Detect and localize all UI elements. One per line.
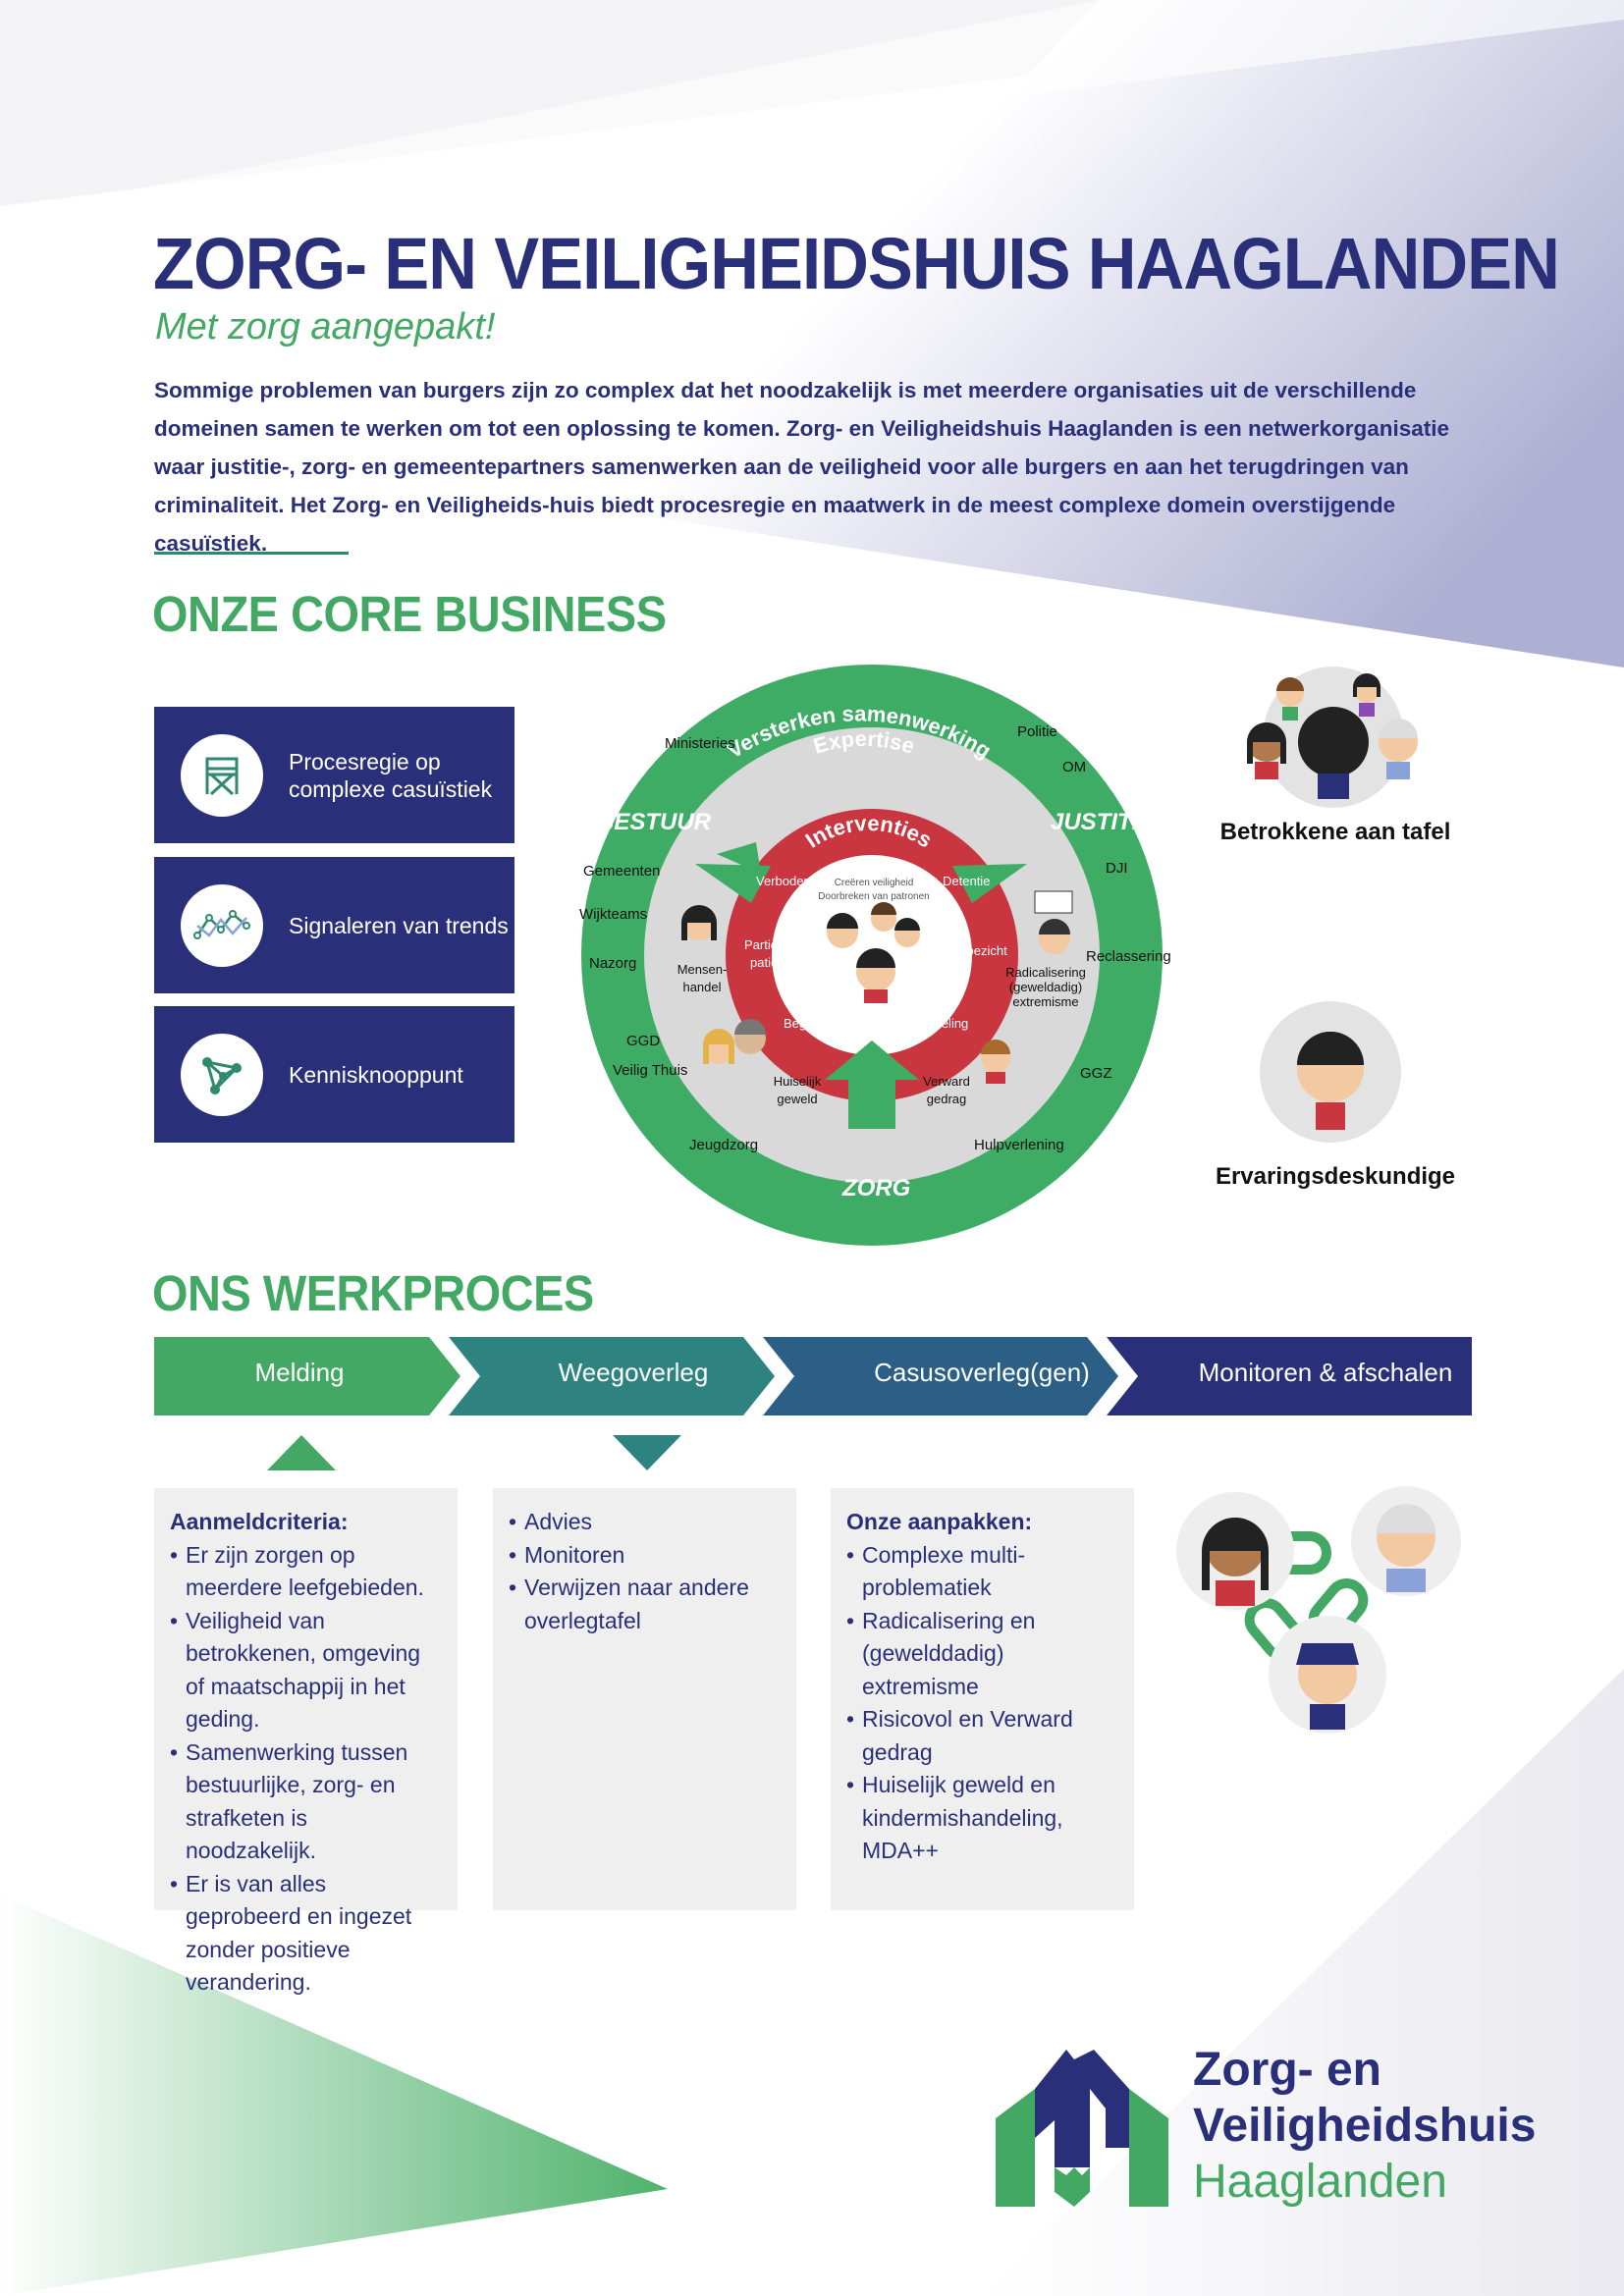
card-label: Kennisknooppunt <box>289 1061 463 1088</box>
card-label-line2: complexe casuïstiek <box>289 775 493 802</box>
list-item: Samenwerking tussen bestuurlijke, zorg- … <box>170 1736 442 1868</box>
directors-chair-icon <box>181 733 263 817</box>
collaboration-illustration <box>1176 1486 1461 1734</box>
step-label: Casusoverleg(gen) <box>874 1358 1090 1387</box>
intervention-label: Partici- <box>744 937 784 952</box>
step-weegoverleg <box>449 1337 775 1415</box>
triangle-down-marker <box>613 1435 681 1470</box>
partner-label: OM <box>1062 759 1086 775</box>
box-aanmeldcriteria: Aanmeldcriteria: Er zijn zorgen op meerd… <box>154 1488 458 1995</box>
step-label: Monitoren & afschalen <box>1198 1358 1453 1387</box>
list-item: Er zijn zorgen op meerdere leefgebieden. <box>170 1539 442 1605</box>
list-item: Advies <box>509 1506 781 1539</box>
step-casusoverleg <box>763 1337 1118 1415</box>
side-label-betrokkene: Betrokkene aan tafel <box>1219 819 1451 845</box>
partner-label: Gemeenten <box>583 863 660 880</box>
process-steps <box>154 1337 1472 1415</box>
partner-label: Ministeries <box>665 735 735 752</box>
card-kennisknooppunt: Kennisknooppunt <box>154 1006 514 1143</box>
box-weegoverleg: Advies Monitoren Verwijzen naar andere o… <box>493 1488 796 1910</box>
box-heading: Onze aanpakken: <box>846 1509 1033 1534</box>
theme-label: handel <box>682 980 721 994</box>
page-title: ZORG- EN VEILIGHEIDSHUIS HAAGLANDEN <box>153 223 1560 304</box>
theme-label: Huiselijk <box>774 1074 822 1089</box>
partner-label: GGZ <box>1080 1065 1112 1082</box>
list-item: Veiligheid van betrokkenen, omgeving of … <box>170 1605 442 1736</box>
page-subtitle: Met zorg aangepakt! <box>155 306 496 347</box>
list-item: Complexe multi-problematiek <box>846 1539 1118 1605</box>
intervention-label: Detentie <box>943 874 990 888</box>
card-label: Signaleren van trends <box>289 912 509 938</box>
theme-label: geweld <box>777 1092 817 1106</box>
theme-label: extremisme <box>1012 994 1078 1009</box>
partner-label: Politie <box>1017 723 1057 740</box>
step-monitoren <box>1107 1337 1472 1415</box>
logo-text: Zorg- en Veiligheidshuis Haaglanden <box>1193 2042 1536 2210</box>
partner-label: Hulpverlening <box>974 1137 1064 1153</box>
list-item: Monitoren <box>509 1539 781 1573</box>
intervention-label: Behandeling <box>897 1016 968 1031</box>
intervention-label: Verboden <box>756 874 811 888</box>
partner-label: Nazorg <box>589 955 636 972</box>
partner-label: Reclassering <box>1086 948 1171 965</box>
theme-figures <box>681 890 1073 1084</box>
theme-label: (geweldadig) <box>1009 980 1082 994</box>
logo-line1: Zorg- en <box>1193 2044 1381 2096</box>
center-text: Creëren veiligheid <box>835 878 914 888</box>
list-item: Verwijzen naar andere overlegtafel <box>509 1572 781 1637</box>
list-item: Huiselijk geweld en kindermishandeling, … <box>846 1769 1118 1868</box>
step-label: Weegoverleg <box>558 1358 709 1387</box>
werkproces-heading: ONS WERKPROCES <box>152 1265 594 1321</box>
logo-line2: Veiligheidshuis <box>1193 2100 1537 2152</box>
partner-label: DJI <box>1106 860 1128 877</box>
core-business-heading: ONZE CORE BUSINESS <box>152 586 667 642</box>
logo-line3: Haaglanden <box>1193 2156 1447 2208</box>
intro-paragraph: Sommige problemen van burgers zijn zo co… <box>154 378 1450 556</box>
center-text: Doorbreken van patronen <box>818 891 929 902</box>
network-nodes-icon <box>181 1033 263 1116</box>
intervention-label: Toezicht <box>960 943 1007 958</box>
domain-justitie: JUSTITIE <box>1051 809 1155 835</box>
domain-bestuur: BESTUUR <box>597 809 712 835</box>
divider <box>154 552 349 555</box>
theme-label: Radicalisering <box>1005 965 1086 980</box>
trend-chart-icon <box>181 883 263 967</box>
box-heading: Aanmeldcriteria: <box>170 1509 349 1534</box>
partner-label: Jeugdzorg <box>689 1137 758 1153</box>
box-aanpakken: Onze aanpakken: Complexe multi-problemat… <box>831 1488 1134 1910</box>
card-label-line1: Procesregie op <box>289 748 441 774</box>
list-item: Er is van alles geprobeerd en ingezet zo… <box>170 1868 442 2000</box>
ervaringsdeskundige-illustration <box>1260 1001 1401 1143</box>
card-trends: Signaleren van trends <box>154 857 514 993</box>
intervention-label: Begeleiding <box>784 1016 850 1031</box>
side-label-ervaringsdeskundige: Ervaringsdeskundige <box>1215 1163 1456 1190</box>
partner-label: Wijkteams <box>579 906 647 923</box>
list-item: Risicovol en Verward gedrag <box>846 1703 1118 1769</box>
list-item: Radicalisering en (gewelddadig) extremis… <box>846 1605 1118 1704</box>
partner-label: GGD <box>626 1033 660 1049</box>
core-business-wheel: Versterken samenwerking Expertise Interv… <box>579 665 1171 1246</box>
logo-mark <box>996 2050 1168 2207</box>
betrokkene-illustration <box>1247 667 1418 808</box>
intervention-label: patie <box>750 955 778 970</box>
arrows <box>695 842 1027 1129</box>
step-label: Melding <box>254 1358 345 1387</box>
partner-label: Veilig Thuis <box>613 1062 687 1079</box>
theme-label: gedrag <box>927 1092 966 1106</box>
people-illustration <box>827 902 920 1003</box>
theme-label: Verward <box>923 1074 970 1089</box>
step-melding <box>154 1337 460 1415</box>
triangle-up-marker <box>267 1435 336 1470</box>
domain-zorg: ZORG <box>841 1175 910 1201</box>
theme-label: Mensen- <box>677 962 728 977</box>
